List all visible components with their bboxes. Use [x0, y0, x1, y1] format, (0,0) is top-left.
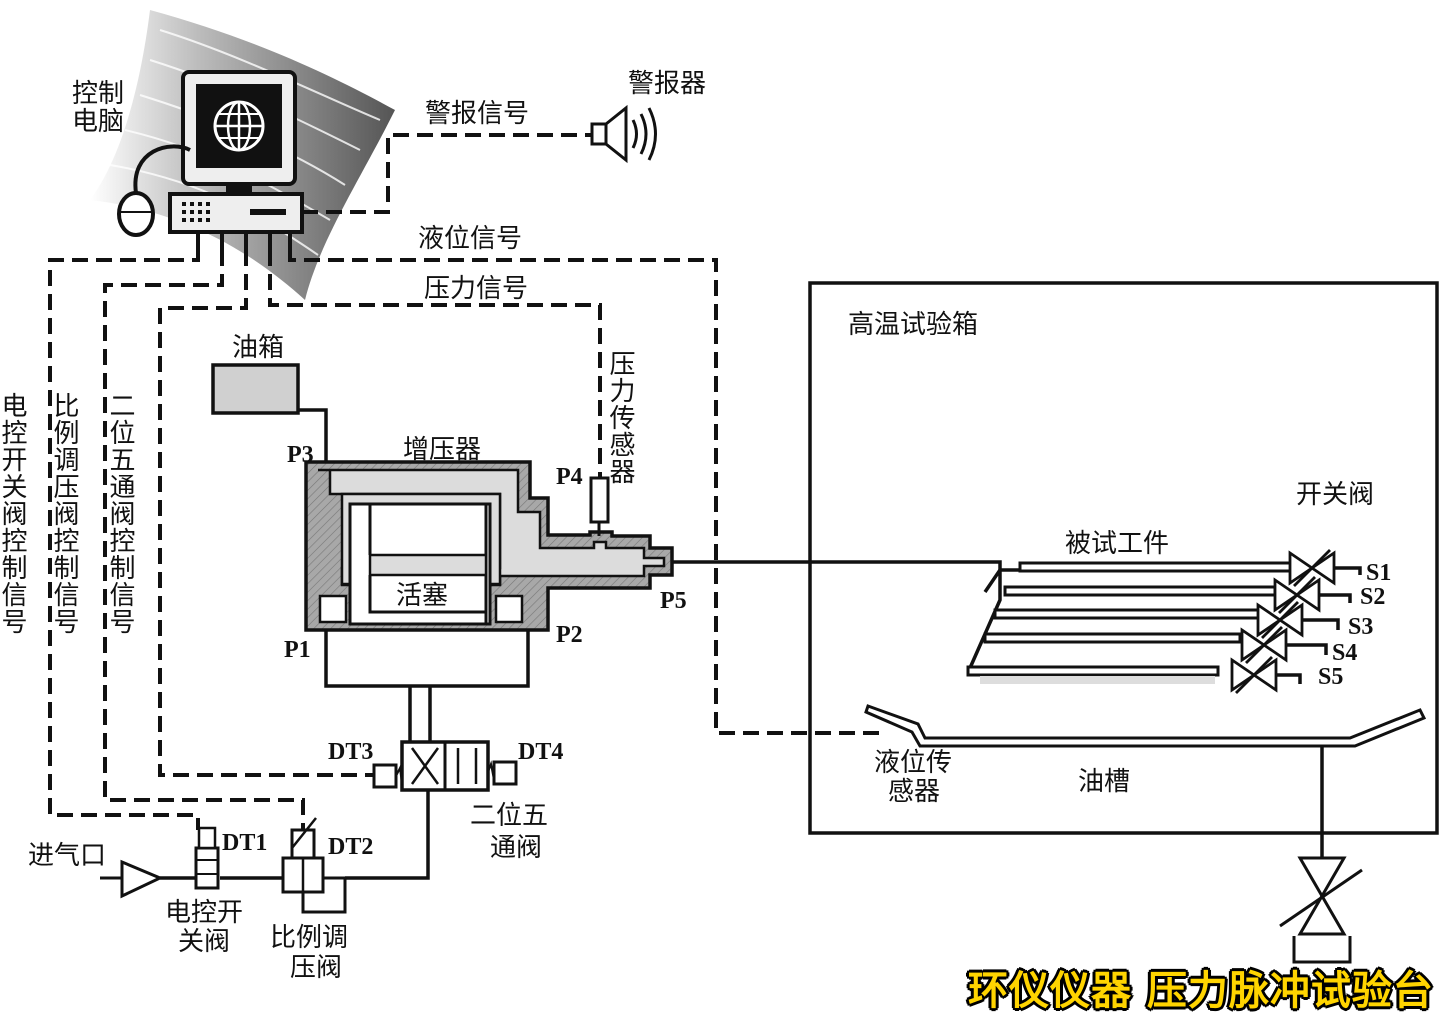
computer-label-1: 控制 — [72, 79, 124, 109]
pressure-signal-label: 压力信号 — [424, 274, 528, 304]
solenoid-valve-label-1: 电控开 — [165, 898, 243, 928]
port-p5: P5 — [660, 588, 687, 614]
oil-trough-label: 油槽 — [1078, 767, 1130, 797]
port-dt1: DT1 — [222, 830, 267, 856]
brand-watermark: 环仪仪器 压力脉冲试验台 — [968, 968, 1434, 1014]
alarm-signal-label: 警报信号 — [425, 99, 529, 129]
port-s3: S3 — [1348, 614, 1373, 640]
pipe-lines — [160, 560, 1002, 880]
solenoid-valve-label-2: 关阀 — [178, 927, 230, 957]
booster-label: 增压器 — [403, 435, 481, 465]
valve-outlets — [1276, 566, 1362, 684]
pressure-sensor-label: 压力传感器 — [605, 350, 635, 485]
mouse-icon — [117, 144, 191, 237]
air-inlet-icon — [100, 859, 164, 899]
port-dt4: DT4 — [518, 739, 563, 765]
sig-prop-label: 比例调压阀控制信号 — [49, 392, 79, 635]
oil-trough — [864, 704, 1427, 858]
proportional-valve-dt2 — [281, 817, 347, 914]
port-s4: S4 — [1332, 640, 1357, 666]
solenoid-valve-dt1 — [194, 826, 220, 890]
prop-valve-label-1: 比例调 — [270, 923, 348, 953]
level-sensor-label-1: 液位传 — [874, 748, 952, 778]
level-sensor-label-2: 感器 — [888, 777, 940, 807]
labels: 控制 电脑 警报器 警报信号 液位信号 压力信号 油箱 增压器 活塞 高温试验箱… — [28, 69, 1374, 983]
chamber-label: 高温试验箱 — [848, 310, 978, 340]
piston-label: 活塞 — [396, 581, 448, 611]
booster — [304, 460, 674, 632]
port-p3: P3 — [287, 442, 314, 468]
switch-valve-label: 开关阀 — [1296, 480, 1374, 510]
valve-5way-label-1: 二位五 — [470, 801, 548, 831]
port-s2: S2 — [1360, 584, 1385, 610]
drain-valve — [1279, 856, 1363, 964]
air-inlet-label: 进气口 — [28, 841, 106, 871]
test-piece-label: 被试工件 — [1065, 529, 1169, 559]
port-s1: S1 — [1366, 560, 1391, 586]
alarm-label: 警报器 — [628, 69, 706, 99]
oil-tank — [211, 363, 328, 462]
port-dt2: DT2 — [328, 834, 373, 860]
level-signal-label: 液位信号 — [418, 224, 522, 254]
valve-5way — [372, 740, 518, 792]
sig-solenoid-label: 电控开关阀控制信号 — [0, 392, 27, 635]
port-dt3: DT3 — [328, 739, 373, 765]
high-temp-chamber — [808, 281, 1439, 835]
port-p2: P2 — [556, 622, 583, 648]
port-s5: S5 — [1318, 664, 1343, 690]
prop-valve-label-2: 压阀 — [290, 953, 342, 983]
port-p1: P1 — [284, 637, 311, 663]
oil-tank-label: 油箱 — [232, 333, 284, 363]
test-piece — [966, 561, 1297, 684]
sig-5way-label: 二位五通阀控制信号 — [105, 392, 135, 635]
valve-5way-label-2: 通阀 — [490, 833, 542, 863]
alarm-icon — [590, 104, 657, 164]
computer-label-2: 电脑 — [72, 107, 124, 137]
port-p4: P4 — [556, 464, 583, 490]
signal-lines — [48, 133, 880, 830]
vertical-labels: 电控开关阀控制信号 比例调压阀控制信号 二位五通阀控制信号 压力传感器 — [0, 350, 635, 635]
port-labels: P3 P4 P5 P1 P2 DT3 DT4 DT1 DT2 S1 S2 S3 … — [222, 442, 1391, 860]
